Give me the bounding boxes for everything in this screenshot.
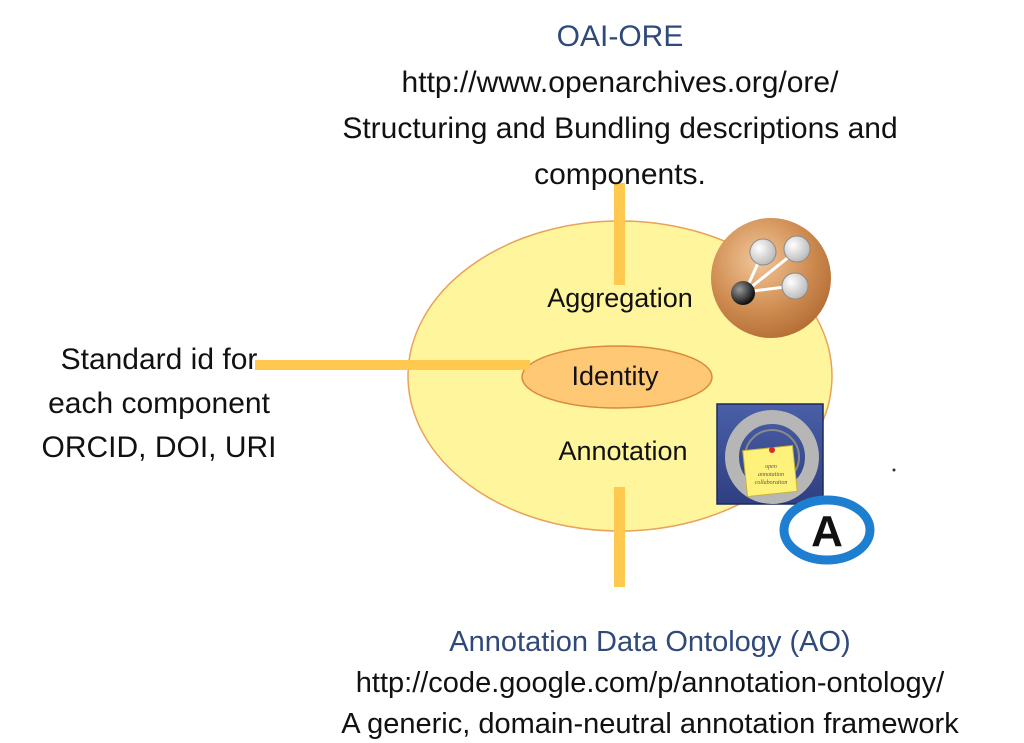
ao-title: Annotation Data Ontology (AO): [449, 626, 851, 658]
ao-badge-icon: A: [779, 495, 875, 565]
ao-description: A generic, domain-neutral annotation fra…: [341, 708, 959, 740]
connector-bottom: [614, 487, 625, 587]
annotation-logo-icon: open annotation collaboration: [716, 403, 824, 505]
identity-description-block: Standard id for each component ORCID, DO…: [14, 338, 304, 470]
connector-top: [614, 183, 625, 285]
aggregation-logo-icon: [711, 218, 831, 338]
identity-desc-line2: each component: [48, 387, 270, 420]
identity-label: Identity: [571, 361, 659, 391]
stray-dot: [892, 468, 896, 472]
oai-ore-title: OAI-ORE: [556, 20, 684, 53]
identity-desc-line3: ORCID, DOI, URI: [41, 431, 277, 464]
badge-letter: A: [811, 507, 843, 556]
oai-ore-url: http://www.openarchives.org/ore/: [401, 66, 839, 99]
annotation-ontology-block: Annotation Data Ontology (AO) http://cod…: [300, 622, 1000, 743]
annotation-label: Annotation: [558, 436, 688, 466]
logo-text-open: open: [765, 464, 777, 470]
ao-url: http://code.google.com/p/annotation-onto…: [355, 667, 945, 699]
aggregation-label: Aggregation: [547, 283, 693, 313]
oai-ore-description-line2: components.: [534, 158, 706, 191]
oai-ore-description-line1: Structuring and Bundling descriptions an…: [342, 112, 898, 145]
logo-text-collaboration: collaboration: [755, 480, 788, 486]
logo-text-annotation: annotation: [758, 472, 784, 478]
oai-ore-block: OAI-ORE http://www.openarchives.org/ore/…: [240, 14, 1000, 198]
identity-ellipse: [521, 345, 713, 409]
connector-left: [255, 360, 530, 370]
identity-desc-line1: Standard id for: [60, 343, 258, 376]
